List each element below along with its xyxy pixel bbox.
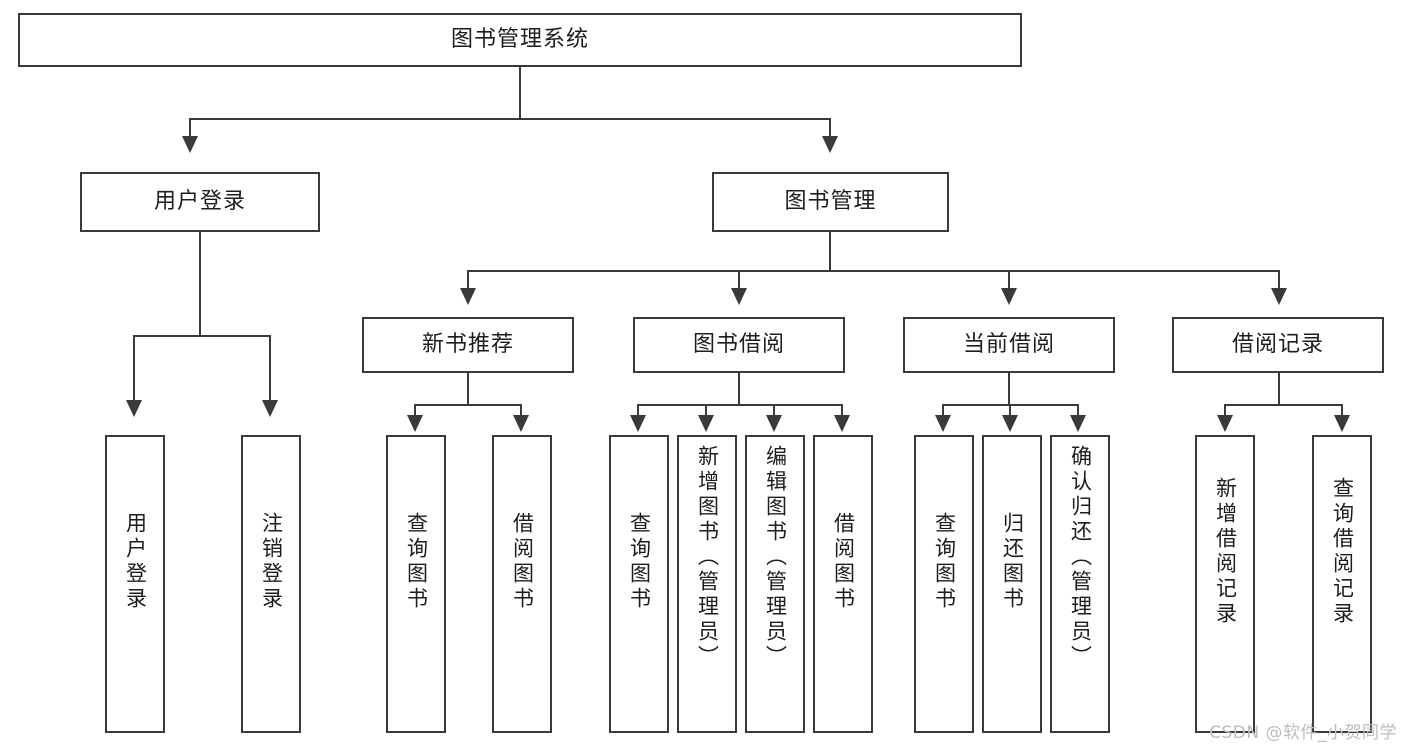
connector-book-management-stem <box>829 232 831 272</box>
node-book-management[interactable]: 图书管理 <box>712 172 949 232</box>
leaf-label: 确认归还（管理员） <box>1068 445 1093 670</box>
connector-user-login-bus <box>133 335 270 337</box>
connector-level1-bus <box>189 118 831 120</box>
leaf-label: 新增借阅记录 <box>1213 477 1238 627</box>
leaf-current-borrow-3[interactable]: 确认归还（管理员） <box>1050 435 1110 733</box>
arrow-to-br-leaf-1 <box>1217 415 1233 432</box>
connector-drop-bb-4 <box>841 404 843 418</box>
node-label: 当前借阅 <box>962 332 1055 358</box>
arrow-to-nb-leaf-1 <box>407 415 423 432</box>
leaf-label: 归还图书 <box>1000 512 1025 612</box>
connector-new-book-bus <box>414 404 522 406</box>
connector-level3-bus <box>467 270 1279 272</box>
leaf-label: 借阅图书 <box>831 512 856 612</box>
leaf-label: 查询借阅记录 <box>1330 477 1355 627</box>
arrow-to-cb-leaf-1 <box>935 415 951 432</box>
node-label: 图书管理系统 <box>450 27 589 53</box>
connector-drop-leaf-user-login-2 <box>269 335 271 403</box>
connector-drop-br-1 <box>1224 404 1226 418</box>
arrow-to-current-borrow <box>1001 288 1017 305</box>
connector-drop-book-management <box>829 118 831 140</box>
node-current-borrow[interactable]: 当前借阅 <box>903 317 1115 373</box>
arrow-to-bb-leaf-3 <box>766 415 782 432</box>
arrow-to-leaf-user-login-2 <box>262 400 278 417</box>
leaf-book-borrow-4[interactable]: 借阅图书 <box>813 435 873 733</box>
connector-drop-bb-2 <box>705 404 707 418</box>
connector-drop-leaf-user-login-1 <box>133 335 135 403</box>
connector-drop-current-borrow <box>1008 270 1010 290</box>
arrow-to-borrow-record <box>1271 288 1287 305</box>
arrow-to-bb-leaf-1 <box>630 415 646 432</box>
node-book-borrow[interactable]: 图书借阅 <box>633 317 845 373</box>
leaf-label: 查询图书 <box>627 512 652 612</box>
connector-drop-br-2 <box>1341 404 1343 418</box>
leaf-label: 编辑图书（管理员） <box>763 445 788 670</box>
connector-drop-user-login <box>189 118 191 140</box>
leaf-label: 借阅图书 <box>510 512 535 612</box>
connector-book-borrow-bus <box>637 404 843 406</box>
leaf-borrow-record-2[interactable]: 查询借阅记录 <box>1312 435 1372 733</box>
leaf-book-borrow-1[interactable]: 查询图书 <box>609 435 669 733</box>
connector-new-book-stem <box>467 373 469 406</box>
connector-drop-bb-3 <box>773 404 775 418</box>
connector-current-borrow-stem <box>1008 373 1010 406</box>
leaf-new-book-2[interactable]: 借阅图书 <box>492 435 552 733</box>
leaf-label: 用户登录 <box>123 512 148 612</box>
leaf-user-login-1[interactable]: 用户登录 <box>105 435 165 733</box>
node-label: 新书推荐 <box>421 332 514 358</box>
leaf-book-borrow-2[interactable]: 新增图书（管理员） <box>677 435 737 733</box>
connector-drop-nb-2 <box>520 404 522 418</box>
watermark-text: CSDN @软件_小贺同学 <box>1209 723 1397 743</box>
arrow-to-cb-leaf-2 <box>1002 415 1018 432</box>
leaf-label: 查询图书 <box>404 512 429 612</box>
node-label: 借阅记录 <box>1231 332 1324 358</box>
connector-drop-nb-1 <box>414 404 416 418</box>
connector-root-stem <box>519 67 521 119</box>
arrow-to-user-login <box>182 136 198 153</box>
connector-drop-new-book <box>467 270 469 290</box>
leaf-label: 新增图书（管理员） <box>695 445 720 670</box>
leaf-label: 注销登录 <box>259 512 284 612</box>
connector-borrow-record-bus <box>1224 404 1342 406</box>
leaf-user-login-2[interactable]: 注销登录 <box>241 435 301 733</box>
connector-drop-cb-1 <box>942 404 944 418</box>
arrow-to-cb-leaf-3 <box>1070 415 1086 432</box>
connector-user-login-stem <box>199 232 201 336</box>
arrow-to-bb-leaf-2 <box>698 415 714 432</box>
connector-drop-bb-1 <box>637 404 639 418</box>
node-label: 图书管理 <box>784 189 877 215</box>
node-label: 图书借阅 <box>692 332 785 358</box>
arrow-to-book-management <box>822 136 838 153</box>
arrow-to-br-leaf-2 <box>1334 415 1350 432</box>
node-root-book-management-system[interactable]: 图书管理系统 <box>18 13 1022 67</box>
connector-book-borrow-stem <box>738 373 740 406</box>
leaf-label: 查询图书 <box>932 512 957 612</box>
connector-borrow-record-stem <box>1278 373 1280 406</box>
arrow-to-nb-leaf-2 <box>513 415 529 432</box>
leaf-current-borrow-1[interactable]: 查询图书 <box>914 435 974 733</box>
leaf-borrow-record-1[interactable]: 新增借阅记录 <box>1195 435 1255 733</box>
arrow-to-bb-leaf-4 <box>834 415 850 432</box>
connector-drop-borrow-record <box>1278 270 1280 290</box>
connector-drop-cb-2 <box>1009 404 1011 418</box>
connector-drop-cb-3 <box>1077 404 1079 418</box>
leaf-current-borrow-2[interactable]: 归还图书 <box>982 435 1042 733</box>
leaf-book-borrow-3[interactable]: 编辑图书（管理员） <box>745 435 805 733</box>
arrow-to-new-book-recommend <box>460 288 476 305</box>
arrow-to-leaf-user-login-1 <box>126 400 142 417</box>
connector-drop-book-borrow <box>738 270 740 290</box>
arrow-to-book-borrow <box>731 288 747 305</box>
node-new-book-recommend[interactable]: 新书推荐 <box>362 317 574 373</box>
node-user-login[interactable]: 用户登录 <box>80 172 320 232</box>
node-borrow-record[interactable]: 借阅记录 <box>1172 317 1384 373</box>
node-label: 用户登录 <box>153 189 246 215</box>
leaf-new-book-1[interactable]: 查询图书 <box>386 435 446 733</box>
